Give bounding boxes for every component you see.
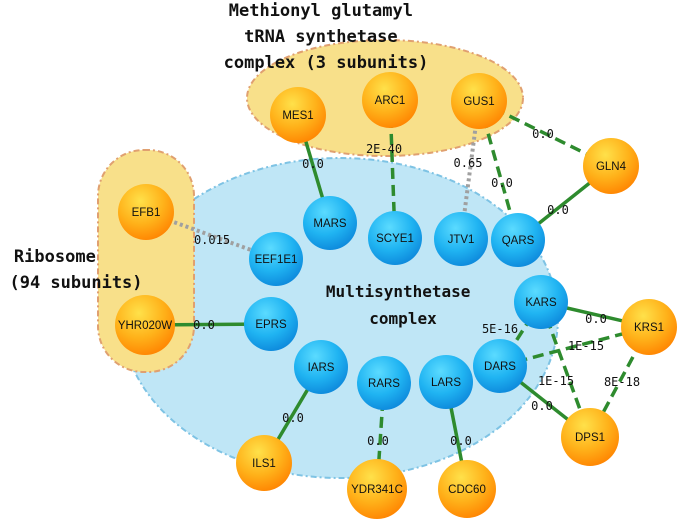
edge-label-efb1-eef1e1: 0.015 <box>194 233 230 247</box>
node-circle-dps1 <box>561 408 619 466</box>
edge-label-dars-dps1: 0.0 <box>531 399 553 413</box>
node-circle-qars <box>491 213 545 267</box>
node-qars: QARS <box>491 213 545 267</box>
node-kars: KARS <box>514 275 568 329</box>
node-yhr020w: YHR020W <box>115 295 175 355</box>
node-circle-gus1 <box>451 73 507 129</box>
node-label-krs1: KRS1 <box>634 322 664 334</box>
edge-label-gus1-qars: 0.0 <box>491 176 513 190</box>
node-circle-ils1 <box>236 435 292 491</box>
edge-label-yhr020w-eprs: 0.0 <box>193 318 215 332</box>
node-label-efb1: EFB1 <box>132 207 161 219</box>
node-circle-eef1e1 <box>249 232 303 286</box>
node-circle-rars <box>357 356 411 410</box>
node-circle-cdc60 <box>438 460 496 518</box>
node-label-dps1: DPS1 <box>575 432 605 444</box>
node-label-jtv1: JTV1 <box>448 234 475 246</box>
edge-label-kars-dars: 5E-16 <box>482 322 518 336</box>
node-ydr341c: YDR341C <box>347 459 407 519</box>
mtrna-title-line-3: complex (3 subunits) <box>224 53 429 73</box>
node-label-eprs: EPRS <box>255 319 287 331</box>
node-label-gus1: GUS1 <box>463 96 494 108</box>
edge-label-rars-ydr341c: 0.0 <box>367 434 389 448</box>
node-circle-scye1 <box>368 211 422 265</box>
edge-label-lars-cdc60: 0.0 <box>450 434 472 448</box>
node-scye1: SCYE1 <box>368 211 422 265</box>
node-label-dars: DARS <box>484 361 516 373</box>
node-gln4: GLN4 <box>583 138 639 194</box>
node-circle-gln4 <box>583 138 639 194</box>
node-label-gln4: GLN4 <box>596 161 627 173</box>
multisynthetase-title: Multisynthetase complex <box>326 282 480 328</box>
ribosome-title-line-1: Ribosome <box>14 247 96 267</box>
node-label-kars: KARS <box>525 297 557 309</box>
node-rars: RARS <box>357 356 411 410</box>
edge-label-dars-krs1: 1E-15 <box>568 339 604 353</box>
node-circle-krs1 <box>621 299 677 355</box>
node-circle-kars <box>514 275 568 329</box>
edge-label-kars-krs1: 0.0 <box>585 312 607 326</box>
node-label-qars: QARS <box>502 235 535 247</box>
node-dps1: DPS1 <box>561 408 619 466</box>
node-lars: LARS <box>419 355 473 409</box>
edge-label-gus1-jtv1: 0.65 <box>454 156 483 170</box>
node-mars: MARS <box>303 196 357 250</box>
node-label-scye1: SCYE1 <box>376 233 414 245</box>
node-circle-mes1 <box>270 87 326 143</box>
node-efb1: EFB1 <box>118 184 174 240</box>
node-circle-arc1 <box>362 72 418 128</box>
node-iars: IARS <box>294 340 348 394</box>
node-circle-dars <box>473 339 527 393</box>
node-circle-efb1 <box>118 184 174 240</box>
ribosome-title: Ribosome (94 subunits) <box>9 247 142 293</box>
node-jtv1: JTV1 <box>434 212 488 266</box>
node-ils1: ILS1 <box>236 435 292 491</box>
edge-label-krs1-dps1: 8E-18 <box>604 375 640 389</box>
node-label-ydr341c: YDR341C <box>351 484 403 496</box>
node-circle-mars <box>303 196 357 250</box>
node-circle-yhr020w <box>115 295 175 355</box>
node-circle-iars <box>294 340 348 394</box>
mtrna-complex-title: Methionyl glutamyl tRNA synthetase compl… <box>224 1 429 73</box>
multisynthetase-title-line-1: Multisynthetase <box>326 282 471 301</box>
edge-label-gln4-qars: 0.0 <box>547 203 569 217</box>
node-label-mes1: MES1 <box>282 110 313 122</box>
multisynthetase-title-line-2: complex <box>369 309 437 328</box>
ribosome-title-line-2: (94 subunits) <box>9 273 142 293</box>
node-krs1: KRS1 <box>621 299 677 355</box>
node-circle-jtv1 <box>434 212 488 266</box>
node-circle-ydr341c <box>347 459 407 519</box>
node-label-lars: LARS <box>431 377 461 389</box>
edge-label-kars-dps1: 1E-15 <box>538 374 574 388</box>
edge-label-iars-ils1: 0.0 <box>282 411 304 425</box>
edge-labels-layer: 0.0 2E-40 0.65 0.0 0.0 0.0 0.015 0.0 0.0 5E-16 1E-… <box>193 127 640 448</box>
node-dars: DARS <box>473 339 527 393</box>
node-arc1: ARC1 <box>362 72 418 128</box>
edge-kars-dars <box>498 301 543 367</box>
node-label-mars: MARS <box>313 218 347 230</box>
edge-label-mes1-mars: 0.0 <box>302 157 324 171</box>
mtrna-title-line-2: tRNA synthetase <box>244 27 398 47</box>
node-label-rars: RARS <box>368 378 400 390</box>
mtrna-title-line-1: Methionyl glutamyl <box>229 1 413 21</box>
node-label-yhr020w: YHR020W <box>118 320 172 332</box>
node-eprs: EPRS <box>244 297 298 351</box>
node-cdc60: CDC60 <box>438 460 496 518</box>
node-label-ils1: ILS1 <box>252 458 276 470</box>
node-label-arc1: ARC1 <box>375 95 406 107</box>
node-circle-lars <box>419 355 473 409</box>
node-circle-eprs <box>244 297 298 351</box>
edge-label-arc1-scye1: 2E-40 <box>366 142 402 156</box>
node-mes1: MES1 <box>270 87 326 143</box>
node-gus1: GUS1 <box>451 73 507 129</box>
node-label-iars: IARS <box>308 362 335 374</box>
node-label-eef1e1: EEF1E1 <box>255 254 298 266</box>
edge-label-gus1-gln4: 0.0 <box>532 127 554 141</box>
node-label-cdc60: CDC60 <box>448 484 486 496</box>
node-eef1e1: EEF1E1 <box>249 232 303 286</box>
